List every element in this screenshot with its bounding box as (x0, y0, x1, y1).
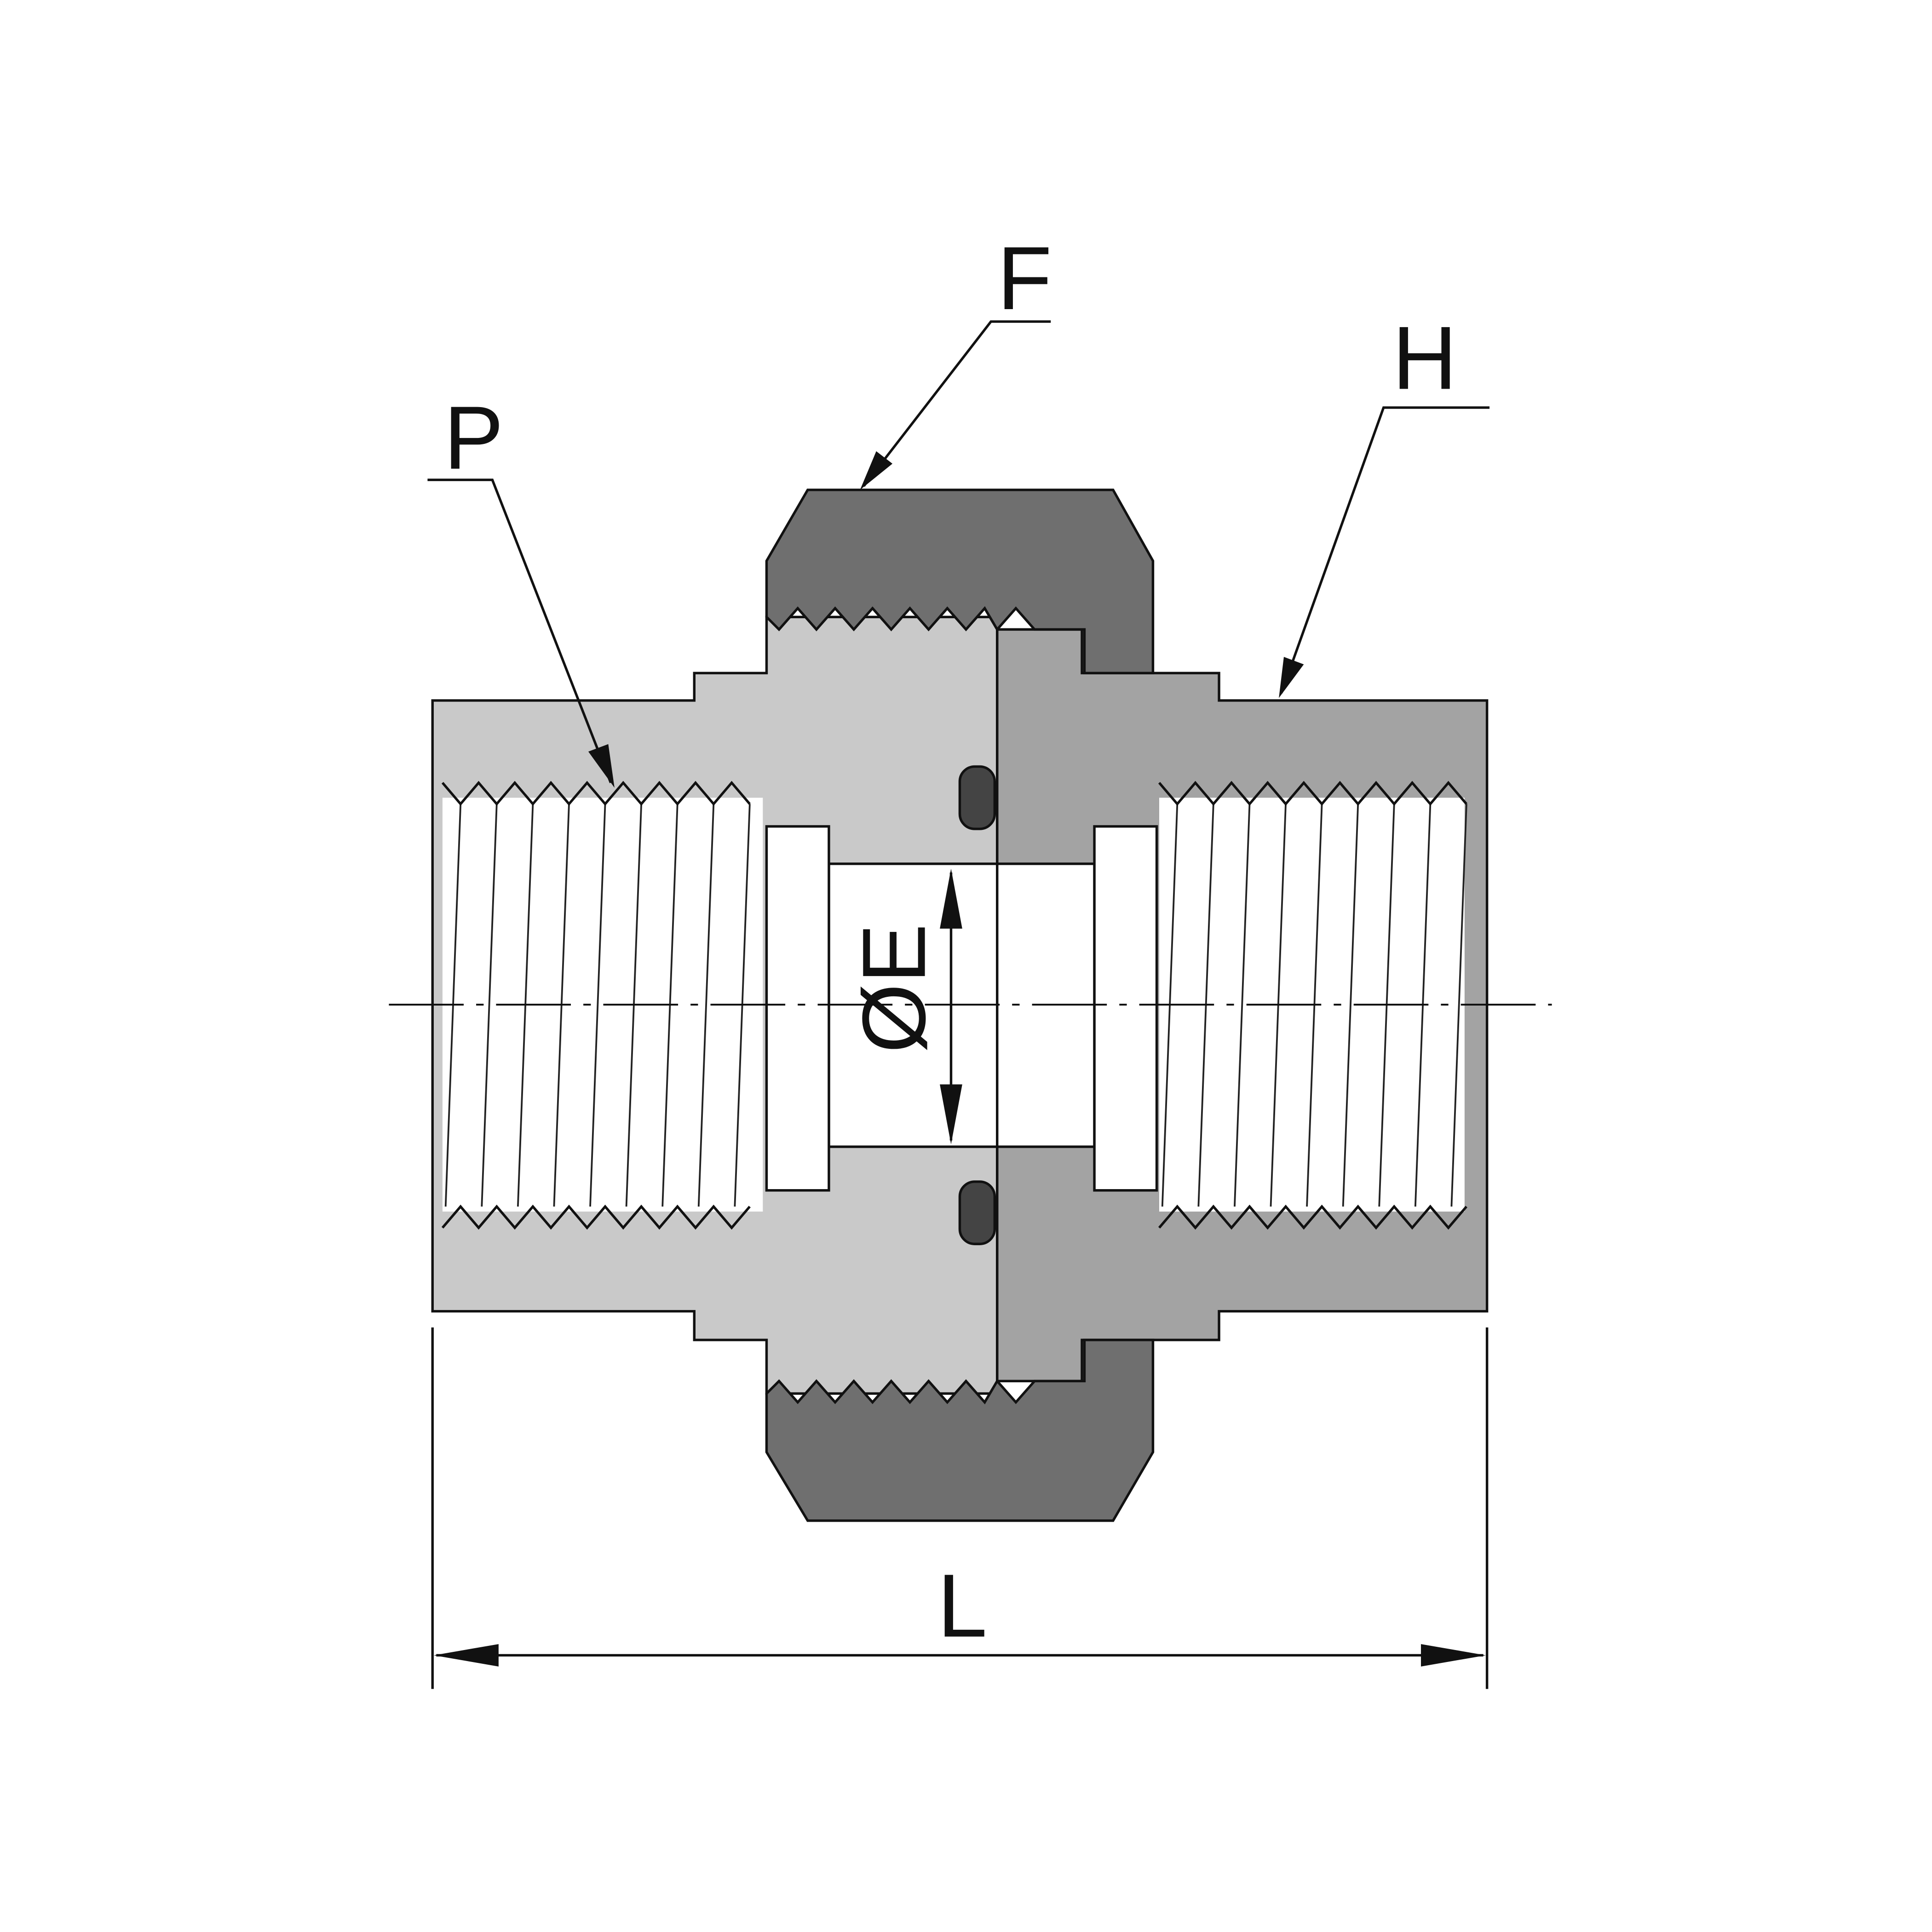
label-f: F (997, 228, 1052, 328)
left-counterbore (765, 825, 830, 1192)
label-p: P (444, 388, 504, 488)
thread-line (697, 804, 715, 1207)
p-arrow-icon (588, 744, 615, 788)
thread-line (481, 804, 498, 1207)
o-ring-bottom (958, 1180, 996, 1245)
l-arrow-left-icon (433, 1644, 499, 1667)
thread-line (1234, 804, 1251, 1207)
l-arrow-right-icon (1421, 1644, 1486, 1667)
label-e: ØE (844, 924, 944, 1053)
left-internal-thread (441, 781, 763, 1230)
p-leader (427, 478, 612, 783)
e-arrow-up-icon (940, 868, 962, 929)
h-arrow-icon (1279, 657, 1304, 698)
thread-line (589, 804, 606, 1207)
union-nut-top (765, 489, 1155, 674)
thread-crest (441, 781, 751, 806)
label-l: L (937, 1556, 988, 1656)
e-arrow-down-icon (940, 1084, 962, 1144)
right-counterbore (1093, 825, 1158, 1192)
label-h: H (1392, 308, 1457, 408)
thread-crest (1158, 781, 1467, 806)
thread-crest (441, 1204, 751, 1230)
thread-crest (1158, 1204, 1467, 1230)
union-nut-bottom (765, 1339, 1155, 1522)
f-leader (862, 320, 1051, 487)
f-arrow-icon (860, 451, 893, 490)
h-leader (1280, 406, 1490, 694)
thread-line (1342, 804, 1359, 1207)
thread-line (1450, 804, 1467, 1207)
o-ring-top (958, 765, 996, 830)
